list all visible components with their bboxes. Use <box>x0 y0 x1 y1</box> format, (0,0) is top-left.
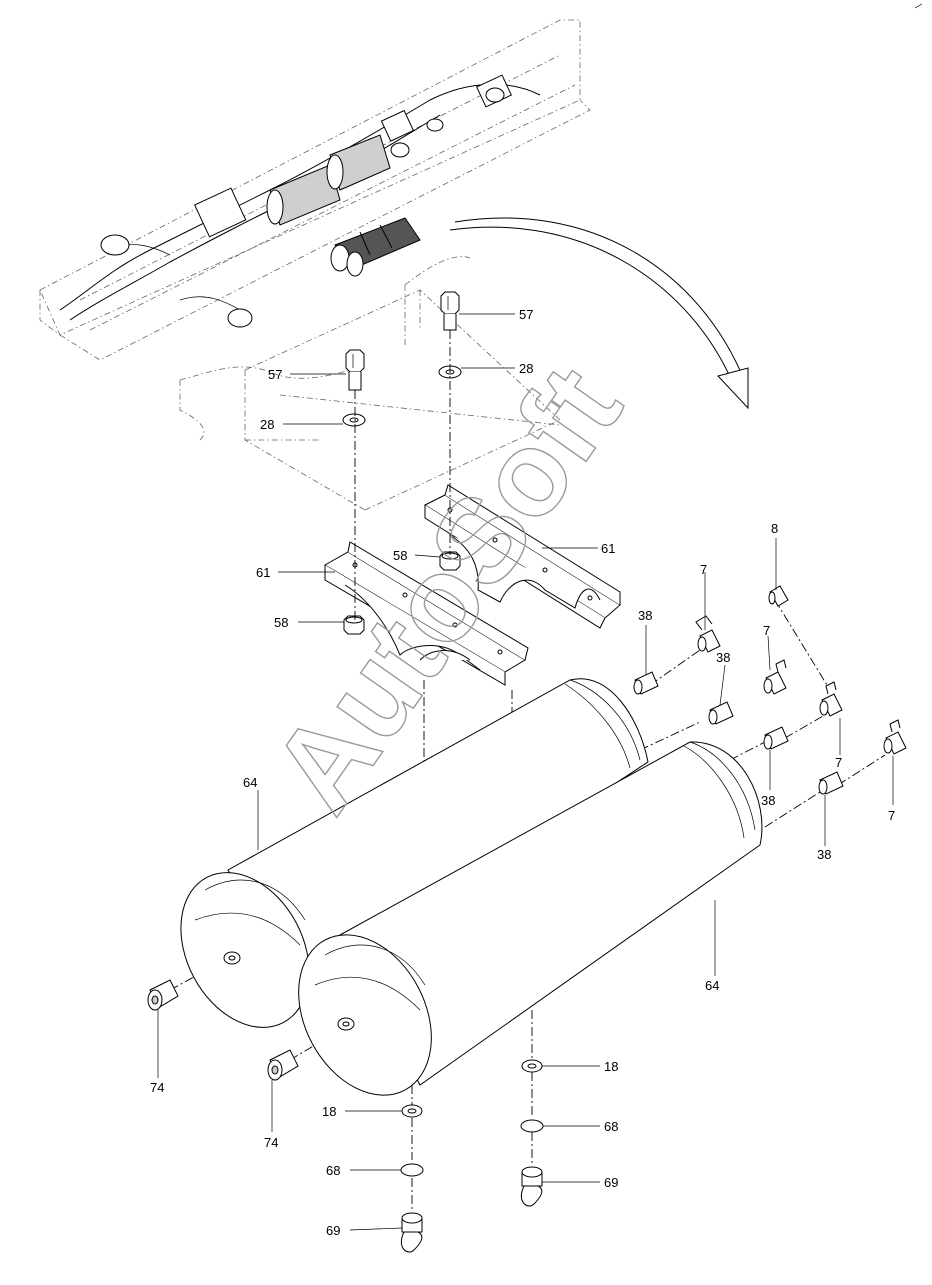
callout-57: 57 <box>519 307 533 322</box>
air-tank-64-rear <box>180 678 649 1028</box>
saddle-bracket-61-rear <box>423 484 621 629</box>
callout-8: 8 <box>771 521 778 536</box>
fitting-38-b <box>708 701 734 725</box>
callout-68: 68 <box>604 1119 618 1134</box>
callout-18: 18 <box>604 1059 618 1074</box>
drain-valve-69-right <box>520 1166 543 1207</box>
callout-38: 38 <box>638 608 652 623</box>
saddle-bracket-61-front <box>324 541 529 686</box>
fitting-8 <box>768 585 789 607</box>
callout-74: 74 <box>264 1135 278 1150</box>
elbow-fitting-7-b <box>763 659 787 695</box>
callout-7: 7 <box>700 562 707 577</box>
callout-61: 61 <box>256 565 270 580</box>
callout-7: 7 <box>835 755 842 770</box>
callout-64: 64 <box>243 775 257 790</box>
zoom-arrow <box>449 217 749 410</box>
elbow-fitting-7-d <box>883 719 907 755</box>
bolt-57-left <box>345 349 365 391</box>
callout-labels: 57 57 28 28 61 61 58 58 8 7 7 7 7 38 38 … <box>150 307 895 1238</box>
callout-28: 28 <box>519 361 533 376</box>
elbow-fitting-7-c <box>819 681 843 717</box>
fitting-38-a <box>633 671 659 695</box>
callout-7: 7 <box>763 623 770 638</box>
callout-69: 69 <box>604 1175 618 1190</box>
frame-bracket-outline <box>179 256 561 511</box>
nut-58-left <box>343 615 365 635</box>
leader-lines <box>157 3 923 1231</box>
callout-58: 58 <box>274 615 288 630</box>
callout-38: 38 <box>761 793 775 808</box>
elbow-fitting-7-a <box>695 615 721 653</box>
air-tank-64-front <box>298 741 763 1096</box>
callout-64: 64 <box>705 978 719 993</box>
callout-7: 7 <box>888 808 895 823</box>
callout-69: 69 <box>326 1223 340 1238</box>
callout-28: 28 <box>260 417 274 432</box>
nut-58-center <box>439 551 461 571</box>
callout-58: 58 <box>393 548 407 563</box>
fitting-38-d <box>818 771 844 795</box>
callout-18: 18 <box>322 1104 336 1119</box>
callout-57: 57 <box>268 367 282 382</box>
callout-38: 38 <box>716 650 730 665</box>
drain-valve-69-left <box>400 1212 423 1253</box>
callout-38: 38 <box>817 847 831 862</box>
drain-plug-74-left <box>147 979 179 1011</box>
washer-18-left <box>401 1104 423 1118</box>
washer-28-left <box>342 413 366 427</box>
drain-plug-74-right <box>267 1049 299 1081</box>
oring-68-left <box>400 1163 424 1177</box>
callout-74: 74 <box>150 1080 164 1095</box>
callout-68: 68 <box>326 1163 340 1178</box>
bolt-57-right <box>440 291 460 331</box>
callout-61: 61 <box>601 541 615 556</box>
oring-68-right <box>520 1119 544 1133</box>
washer-18-right <box>521 1059 543 1073</box>
chassis-frame-overview <box>39 19 591 361</box>
fitting-38-c <box>763 726 789 750</box>
